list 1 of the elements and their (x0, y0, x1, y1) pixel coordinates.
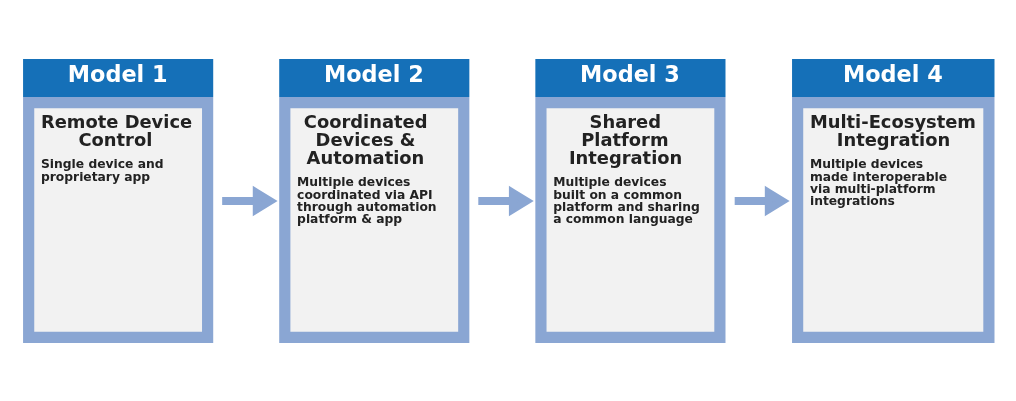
arrow (477, 185, 534, 216)
